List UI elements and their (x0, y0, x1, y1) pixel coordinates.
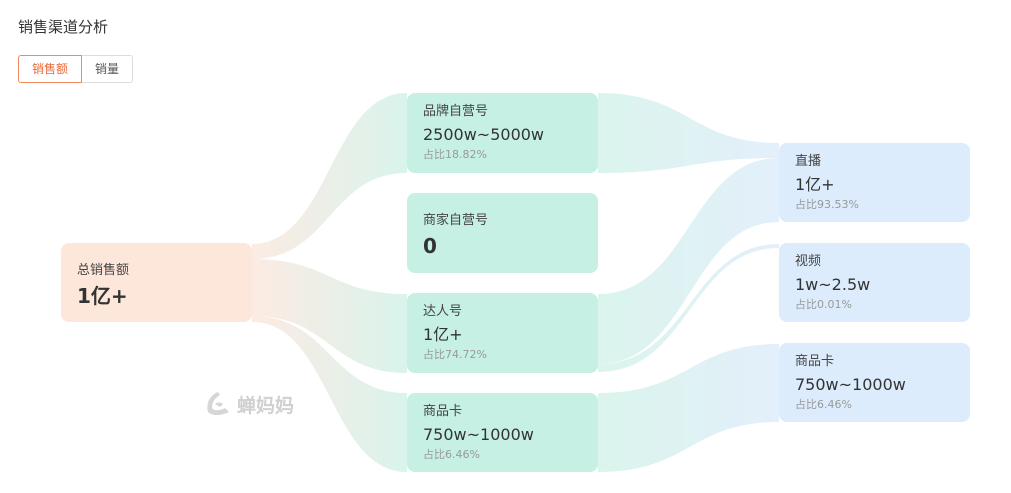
node-total-sales[interactable]: 总销售额 1亿+ (61, 243, 252, 322)
watermark-text: 蝉妈妈 (237, 394, 295, 417)
node-live-stream[interactable]: 直播 1亿+ 占比93.53% (779, 143, 970, 222)
flow-root-to-product-card (252, 316, 407, 472)
node-name: 视频 (795, 254, 822, 269)
node-value: 2500w~5000w (423, 125, 545, 144)
node-value: 1亿+ (423, 325, 463, 344)
node-name: 总销售额 (77, 263, 130, 278)
node-name: 商品卡 (423, 404, 463, 419)
node-merchant-self-operated[interactable]: 商家自营号 0 (407, 193, 598, 273)
node-name: 商品卡 (795, 354, 835, 369)
flow-root-to-brand (252, 93, 407, 259)
node-value: 750w~1000w (795, 375, 906, 394)
node-share: 占比6.46% (423, 448, 480, 461)
node-value: 1w~2.5w (795, 275, 871, 294)
flow-influencer-to-live (598, 158, 779, 364)
watermark: 蝉妈妈 (203, 390, 294, 418)
metric-tabs: 销售额 销量 (18, 55, 134, 83)
node-product-card-carrier[interactable]: 商品卡 750w~1000w 占比6.46% (779, 343, 970, 422)
tab-sales-amount[interactable]: 销售额 (18, 55, 83, 83)
page-title: 销售渠道分析 (18, 18, 109, 36)
chanmama-logo-icon (207, 392, 229, 415)
node-product-card-channel[interactable]: 商品卡 750w~1000w 占比6.46% (407, 393, 598, 472)
flow-root-to-influencer (252, 259, 407, 373)
node-value: 750w~1000w (423, 425, 534, 444)
node-brand-self-operated[interactable]: 品牌自营号 2500w~5000w 占比18.82% (407, 93, 598, 173)
node-share: 占比74.72% (423, 348, 487, 361)
node-share: 占比18.82% (423, 148, 487, 161)
node-share: 占比6.46% (795, 398, 852, 411)
node-video[interactable]: 视频 1w~2.5w 占比0.01% (779, 243, 970, 322)
node-value: 1亿+ (77, 284, 128, 308)
node-share: 占比93.53% (795, 198, 859, 211)
node-name: 达人号 (423, 304, 463, 319)
tab-sales-volume[interactable]: 销量 (82, 55, 134, 83)
node-value: 0 (423, 234, 437, 258)
flow-product-card-to-product-card (598, 344, 779, 472)
node-value: 1亿+ (795, 175, 835, 194)
node-name: 直播 (795, 154, 822, 169)
flow-brand-to-live (598, 93, 779, 173)
flow-influencer-to-video (598, 244, 779, 372)
node-influencer[interactable]: 达人号 1亿+ 占比74.72% (407, 293, 598, 373)
node-name: 品牌自营号 (423, 104, 489, 119)
node-share: 占比0.01% (795, 298, 852, 311)
node-name: 商家自营号 (423, 213, 489, 228)
